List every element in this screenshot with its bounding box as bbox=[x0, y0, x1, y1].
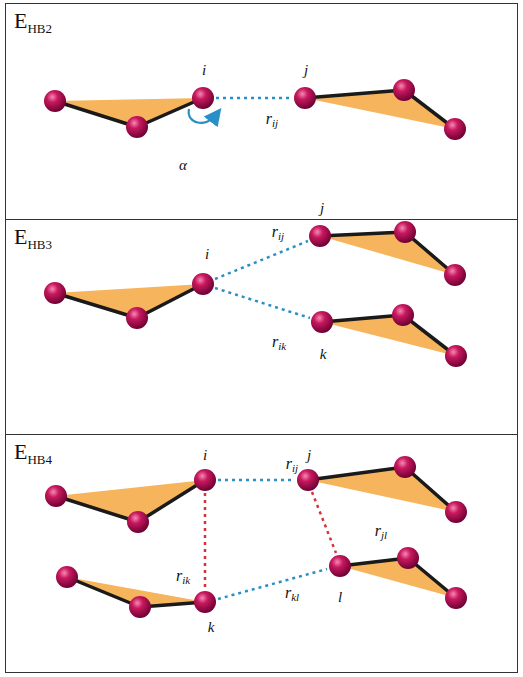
energy-panel: EHB4 bbox=[5, 434, 518, 673]
distance-label: rij bbox=[266, 111, 278, 129]
energy-term: EHB3 bbox=[14, 226, 52, 251]
site-label: α bbox=[179, 158, 187, 173]
site-label: i bbox=[202, 63, 206, 78]
site-label: k bbox=[208, 620, 215, 635]
site-label: j bbox=[304, 63, 308, 78]
site-label: j bbox=[307, 448, 311, 463]
distance-label: rij bbox=[272, 224, 284, 242]
backbone-bonds bbox=[55, 90, 456, 607]
energy-term: EHB4 bbox=[14, 441, 52, 466]
beads bbox=[44, 79, 467, 618]
site-label: i bbox=[205, 247, 209, 262]
hydrogen-bonds bbox=[205, 98, 336, 599]
distance-label: rik bbox=[272, 334, 286, 352]
sugar-triangles bbox=[55, 90, 456, 607]
site-label: j bbox=[320, 201, 324, 216]
distance-label: rkl bbox=[285, 585, 299, 603]
distance-label: rik bbox=[176, 568, 190, 586]
site-label: l bbox=[338, 590, 342, 605]
distance-label: rjl bbox=[375, 523, 387, 541]
energy-panel: EHB3 bbox=[5, 219, 518, 435]
site-label: k bbox=[320, 347, 327, 362]
energy-term: EHB2 bbox=[14, 10, 52, 35]
energy-panel: EHB2 bbox=[5, 3, 518, 220]
distance-label: rij bbox=[286, 456, 298, 474]
angle-arrow bbox=[189, 109, 216, 123]
site-label: i bbox=[203, 448, 207, 463]
